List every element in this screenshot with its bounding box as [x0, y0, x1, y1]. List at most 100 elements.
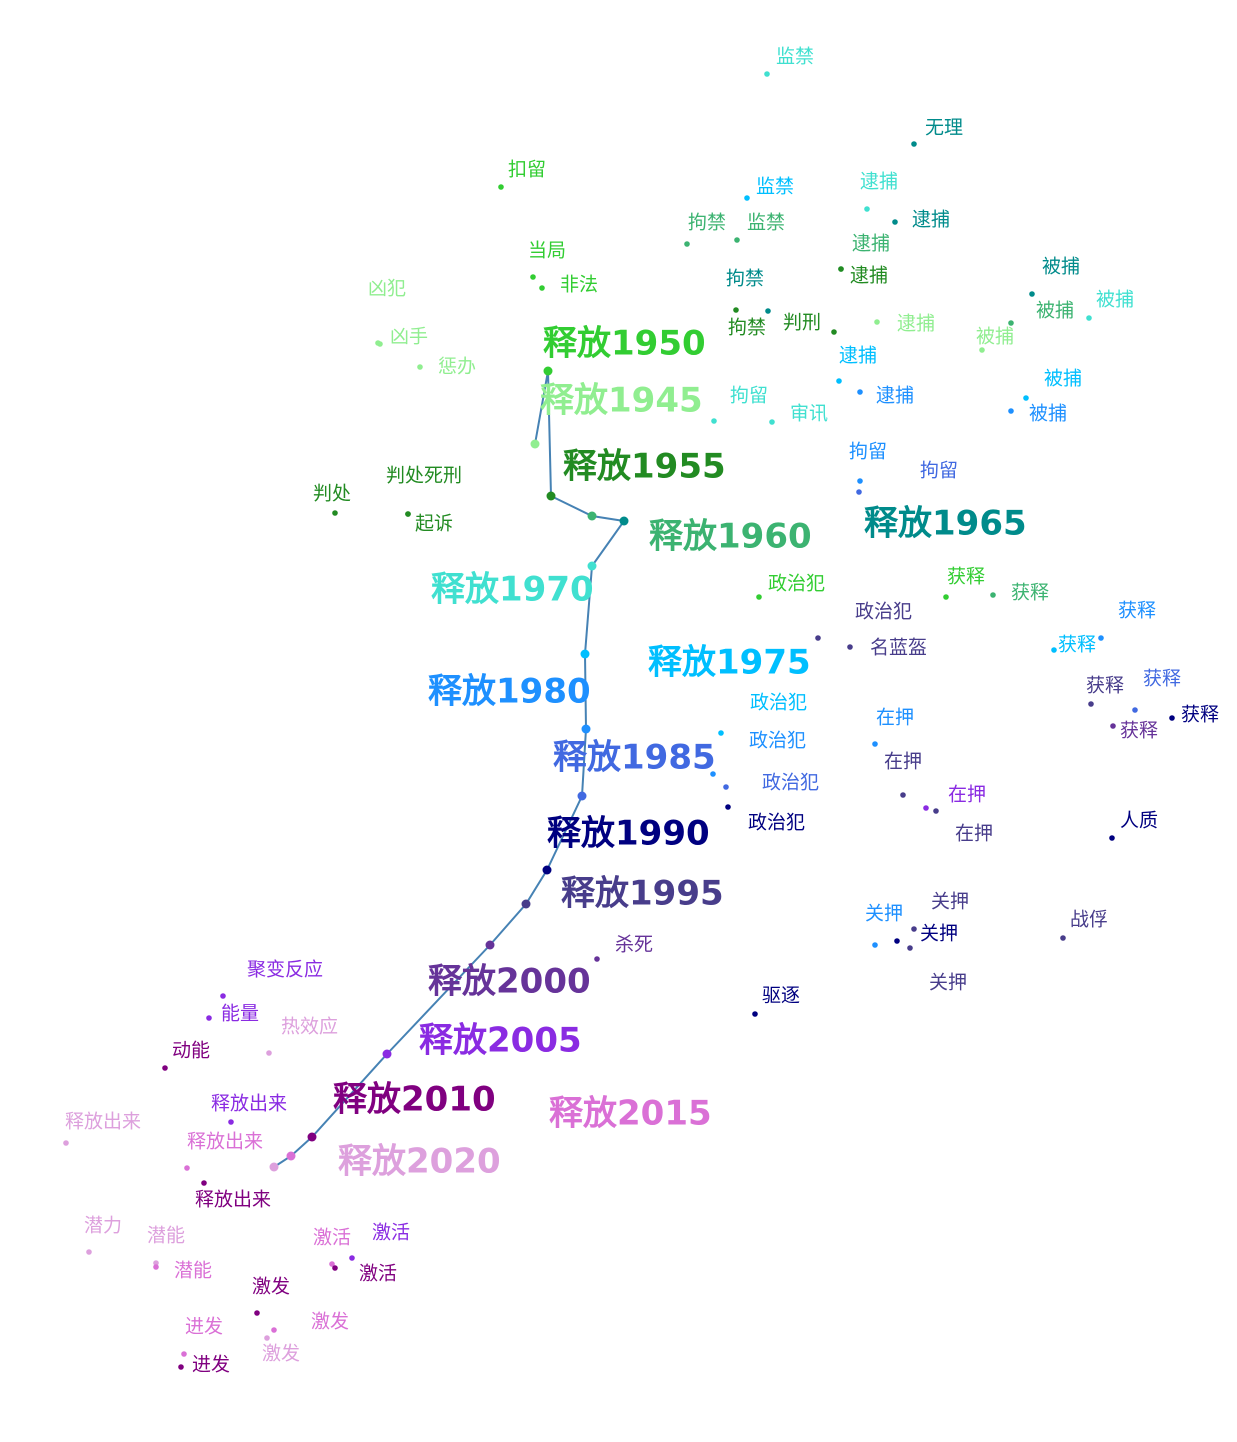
- trajectory-point: [580, 649, 590, 659]
- neighbor-labels-layer: 监禁无理扣留逮捕监禁逮捕拘禁监禁逮捕当局逮捕非法拘禁被捕凶犯被捕被捕拘禁判刑逮捕…: [65, 46, 1219, 1376]
- neighbor-label: 拘禁: [726, 268, 764, 290]
- neighbor-label: 在押: [948, 784, 986, 806]
- neighbor-point: [711, 418, 717, 424]
- neighbor-point: [765, 308, 771, 314]
- neighbor-label: 人质: [1120, 810, 1158, 832]
- neighbor-point: [1132, 707, 1138, 713]
- trajectory-line: [273, 370, 626, 1168]
- neighbor-label: 获释: [1118, 600, 1156, 622]
- neighbor-label: 激发: [262, 1343, 300, 1365]
- neighbor-point: [1023, 395, 1029, 401]
- neighbor-label: 逮捕: [912, 209, 950, 231]
- neighbor-point: [872, 942, 878, 948]
- year-label: 释放1965: [864, 504, 1027, 544]
- neighbor-label: 判刑: [783, 312, 821, 334]
- neighbor-label: 拘禁: [688, 212, 726, 234]
- neighbor-label: 潜力: [84, 1215, 122, 1237]
- trajectory-layer: [269, 366, 629, 1172]
- neighbor-label: 判处死刑: [386, 465, 462, 487]
- neighbor-label: 关押: [931, 891, 969, 913]
- year-label: 释放1970: [431, 570, 594, 610]
- neighbor-point: [184, 1165, 190, 1171]
- neighbor-label: 被捕: [1096, 289, 1134, 311]
- neighbor-point: [764, 71, 770, 77]
- neighbor-label: 释放出来: [195, 1189, 271, 1211]
- neighbor-point: [734, 237, 740, 243]
- neighbor-point: [911, 141, 917, 147]
- neighbor-label: 被捕: [976, 326, 1014, 348]
- neighbor-point: [752, 1011, 758, 1017]
- neighbor-label: 热效应: [281, 1016, 338, 1038]
- neighbor-point: [838, 266, 844, 272]
- neighbor-label: 审讯: [790, 403, 828, 425]
- neighbor-label: 扣留: [508, 159, 546, 181]
- neighbor-point: [864, 206, 870, 212]
- neighbor-point: [594, 956, 600, 962]
- neighbor-label: 激活: [372, 1222, 410, 1244]
- trajectory-point: [530, 439, 540, 449]
- neighbor-point: [1098, 635, 1104, 641]
- neighbor-label: 逮捕: [860, 171, 898, 193]
- neighbor-label: 逮捕: [897, 313, 935, 335]
- neighbor-label: 在押: [876, 707, 914, 729]
- neighbor-point: [710, 771, 716, 777]
- neighbor-label: 拘留: [920, 460, 958, 482]
- neighbor-point: [923, 805, 929, 811]
- year-label: 释放1995: [561, 874, 724, 914]
- neighbor-point: [756, 594, 762, 600]
- neighbor-point: [377, 341, 383, 347]
- year-label: 释放1950: [543, 324, 706, 364]
- neighbor-label: 驱逐: [762, 985, 800, 1007]
- neighbor-label: 逮捕: [850, 265, 888, 287]
- trajectory-point: [587, 511, 597, 521]
- neighbor-point: [329, 1261, 335, 1267]
- neighbor-label: 监禁: [776, 46, 814, 68]
- neighbor-point: [857, 389, 863, 395]
- neighbor-label: 释放出来: [187, 1131, 263, 1153]
- neighbor-point: [1029, 291, 1035, 297]
- neighbor-point: [900, 792, 906, 798]
- neighbor-point: [1110, 723, 1116, 729]
- neighbor-label: 动能: [172, 1040, 210, 1062]
- neighbor-point: [332, 1265, 338, 1271]
- neighbor-label: 惩办: [438, 356, 476, 378]
- neighbor-point: [933, 808, 939, 814]
- neighbor-label: 被捕: [1042, 256, 1080, 278]
- neighbor-label: 关押: [865, 903, 903, 925]
- trajectory-point: [307, 1132, 317, 1142]
- neighbor-label: 逮捕: [839, 345, 877, 367]
- neighbor-point: [1109, 835, 1115, 841]
- neighbor-point: [943, 594, 949, 600]
- year-label: 释放2015: [549, 1094, 712, 1134]
- neighbor-label: 释放出来: [65, 1111, 141, 1133]
- year-label: 释放2005: [419, 1021, 582, 1061]
- neighbor-point: [86, 1249, 92, 1255]
- neighbor-label: 杀死: [615, 934, 653, 956]
- neighbor-label: 非法: [560, 274, 598, 296]
- neighbor-label: 政治犯: [768, 573, 825, 595]
- neighbor-label: 被捕: [1044, 368, 1082, 390]
- trajectory-point: [382, 1049, 392, 1059]
- neighbor-label: 逮捕: [852, 233, 890, 255]
- neighbor-label: 获释: [947, 566, 985, 588]
- neighbor-point: [181, 1351, 187, 1357]
- neighbor-point: [872, 741, 878, 747]
- neighbor-label: 获释: [1086, 675, 1124, 697]
- neighbor-point: [153, 1260, 159, 1266]
- neighbor-label: 名蓝盔: [870, 637, 927, 659]
- neighbor-point: [684, 241, 690, 247]
- neighbor-label: 激活: [359, 1263, 397, 1285]
- neighbor-point: [847, 644, 853, 650]
- neighbor-point: [220, 993, 226, 999]
- neighbor-point: [1169, 715, 1175, 721]
- trajectory-point: [581, 724, 591, 734]
- neighbor-label: 在押: [884, 751, 922, 773]
- neighbor-label: 当局: [528, 240, 566, 262]
- year-label: 释放1975: [648, 643, 811, 683]
- trajectory-point: [269, 1162, 279, 1172]
- neighbor-label: 关押: [920, 923, 958, 945]
- trajectory-point: [577, 791, 587, 801]
- neighbor-label: 战俘: [1070, 909, 1108, 931]
- neighbor-label: 政治犯: [762, 772, 819, 794]
